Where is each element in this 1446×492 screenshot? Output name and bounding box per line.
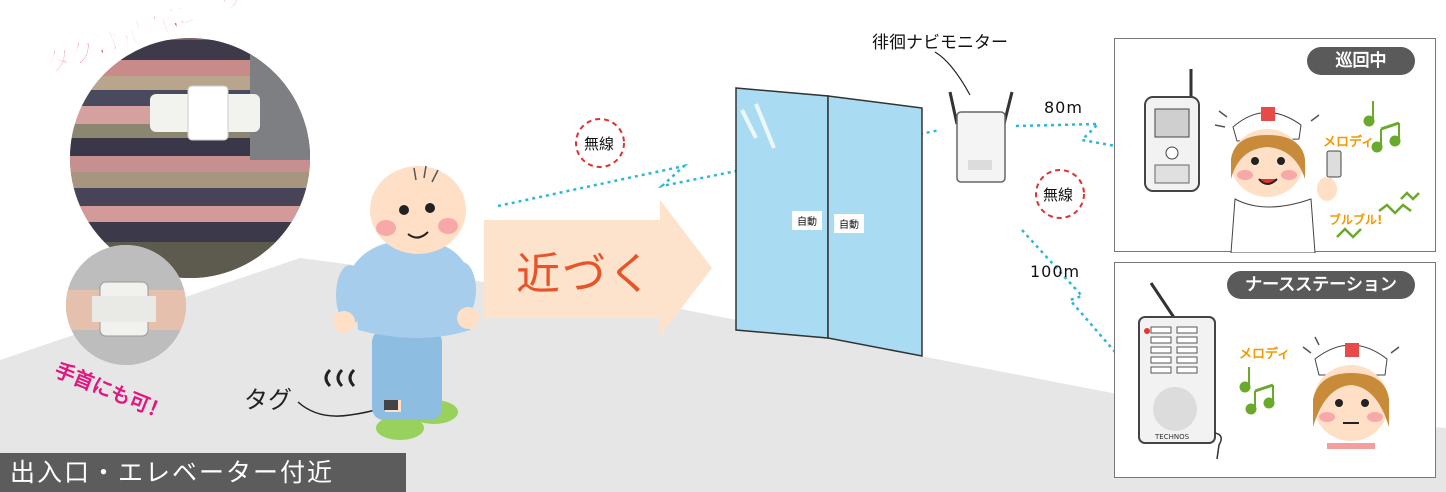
automatic-door (735, 87, 923, 357)
ankle-photo (70, 38, 310, 278)
receiver-icon (1138, 282, 1222, 460)
tag-signal-icon (324, 368, 356, 388)
distance-100m: 100m (1030, 262, 1081, 281)
patrol-illustration (1144, 69, 1420, 253)
approach-arrow (484, 200, 712, 336)
distance-80m: 80m (1044, 98, 1083, 117)
signal-monitor-to-handset (1015, 122, 1139, 152)
wireless-label-1: 無線 (584, 135, 615, 153)
signal-lines (497, 122, 1139, 361)
music-note-icon (1363, 101, 1401, 153)
station-panel: ナースステーション (1114, 262, 1436, 478)
wireless-badge-2 (1035, 169, 1085, 219)
door-label-left: 自動 (792, 211, 822, 230)
patrol-label: 巡回中 (1307, 47, 1415, 75)
approach-label: 近づく (516, 249, 654, 300)
monitor-device (934, 51, 1014, 183)
handset-icon (1144, 69, 1200, 192)
sound-lines-icon (1214, 110, 1320, 128)
wireless-badge-1 (575, 118, 625, 168)
wireless-label-2: 無線 (1043, 186, 1074, 204)
station-illustration (1138, 282, 1400, 460)
nurse-2 (1313, 343, 1389, 449)
melody-label-2: メロディ (1239, 347, 1291, 362)
location-footer: 出入口・エレベーター付近 (0, 453, 406, 492)
vibration-icon (1336, 191, 1420, 239)
door-right-panel (827, 95, 923, 357)
tag-label: タグ (244, 386, 292, 414)
signal-tag-to-monitor (497, 128, 941, 208)
nurse-1 (1230, 107, 1342, 253)
monitor-label: 徘徊ナビモニター (872, 33, 1008, 53)
door-label-right: 自動 (834, 214, 864, 233)
elderly-person (333, 165, 479, 440)
wrist-photo (66, 245, 186, 365)
receiver-brand: TECHNOS (1155, 433, 1190, 441)
melody-label-1: メロディ (1323, 135, 1375, 150)
station-label: ナースステーション (1227, 271, 1415, 299)
sound-lines-icon (1302, 336, 1400, 354)
music-note-icon (1239, 367, 1275, 415)
signal-monitor-to-station (1021, 229, 1123, 361)
buzz-label: ブルブル! (1329, 213, 1383, 227)
patrol-panel: 巡回中 (1114, 38, 1436, 253)
